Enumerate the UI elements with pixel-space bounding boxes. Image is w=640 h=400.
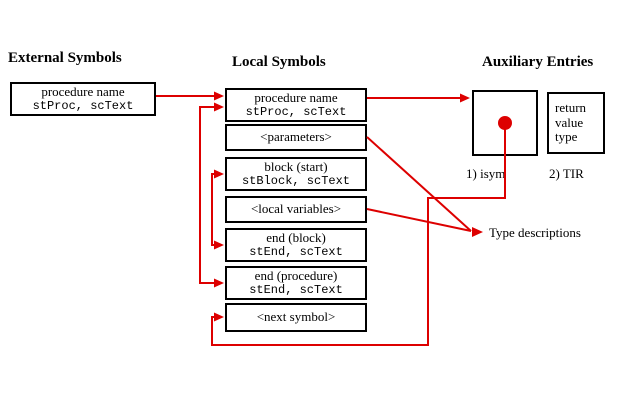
box-title: <next symbol>: [256, 309, 336, 325]
caption-isym: 1) isym: [466, 166, 506, 181]
arrowhead-typedesc: [472, 227, 483, 237]
arrow-endproc-procedure-link: [199, 106, 215, 284]
box-title: end (procedure): [254, 268, 338, 283]
arrowhead-into-block-start: [214, 169, 224, 179]
parameters-box: <parameters>: [225, 124, 367, 151]
type-descriptions-label: Type descriptions: [489, 225, 581, 240]
column-header-auxiliary: Auxiliary Entries: [482, 54, 594, 70]
box-symbol-codes: stEnd, scText: [249, 282, 343, 297]
local-procedure-name-box: procedure name stProc, scText: [225, 88, 367, 122]
aux-tir-box: return value type: [547, 92, 605, 154]
external-procedure-name-box: procedure name stProc, scText: [10, 82, 156, 116]
arrowhead-into-procedure: [214, 102, 224, 112]
box-title: <local variables>: [250, 201, 342, 217]
block-start-box: block (start) stBlock, scText: [225, 157, 367, 191]
arrowhead-into-next-symbol: [214, 312, 224, 322]
box-symbol-codes: stEnd, scText: [249, 244, 343, 259]
arrow-locals-to-typedesc: [366, 208, 472, 232]
column-header-local: Local Symbols: [232, 54, 326, 70]
box-symbol-codes: stProc, scText: [245, 104, 347, 119]
arrowhead-into-isym: [460, 93, 470, 103]
aux-isym-box: [472, 90, 538, 156]
arrowhead-external-to-procedure: [214, 91, 224, 101]
box-symbol-codes: stBlock, scText: [241, 173, 351, 188]
end-block-box: end (block) stEnd, scText: [225, 228, 367, 262]
box-symbol-codes: stProc, scText: [32, 98, 134, 113]
return-box-line: value: [555, 114, 584, 130]
arrow-parameters-to-typedesc: [366, 136, 472, 232]
box-title: procedure name: [41, 84, 125, 99]
arrow-block-link: [211, 173, 215, 246]
return-box-line: return: [555, 100, 587, 116]
local-variables-box: <local variables>: [225, 196, 367, 223]
return-box-line: type: [555, 129, 578, 145]
next-symbol-box: <next symbol>: [225, 303, 367, 332]
end-procedure-box: end (procedure) stEnd, scText: [225, 266, 367, 300]
arrowhead-into-end-block: [214, 240, 224, 250]
box-title: procedure name: [254, 90, 338, 105]
caption-tir: 2) TIR: [549, 166, 584, 181]
column-header-external: External Symbols: [8, 50, 122, 66]
box-title: end (block): [266, 230, 326, 245]
arrowhead-into-end-procedure: [214, 278, 224, 288]
box-title: <parameters>: [260, 129, 332, 145]
box-title: block (start): [264, 159, 328, 174]
